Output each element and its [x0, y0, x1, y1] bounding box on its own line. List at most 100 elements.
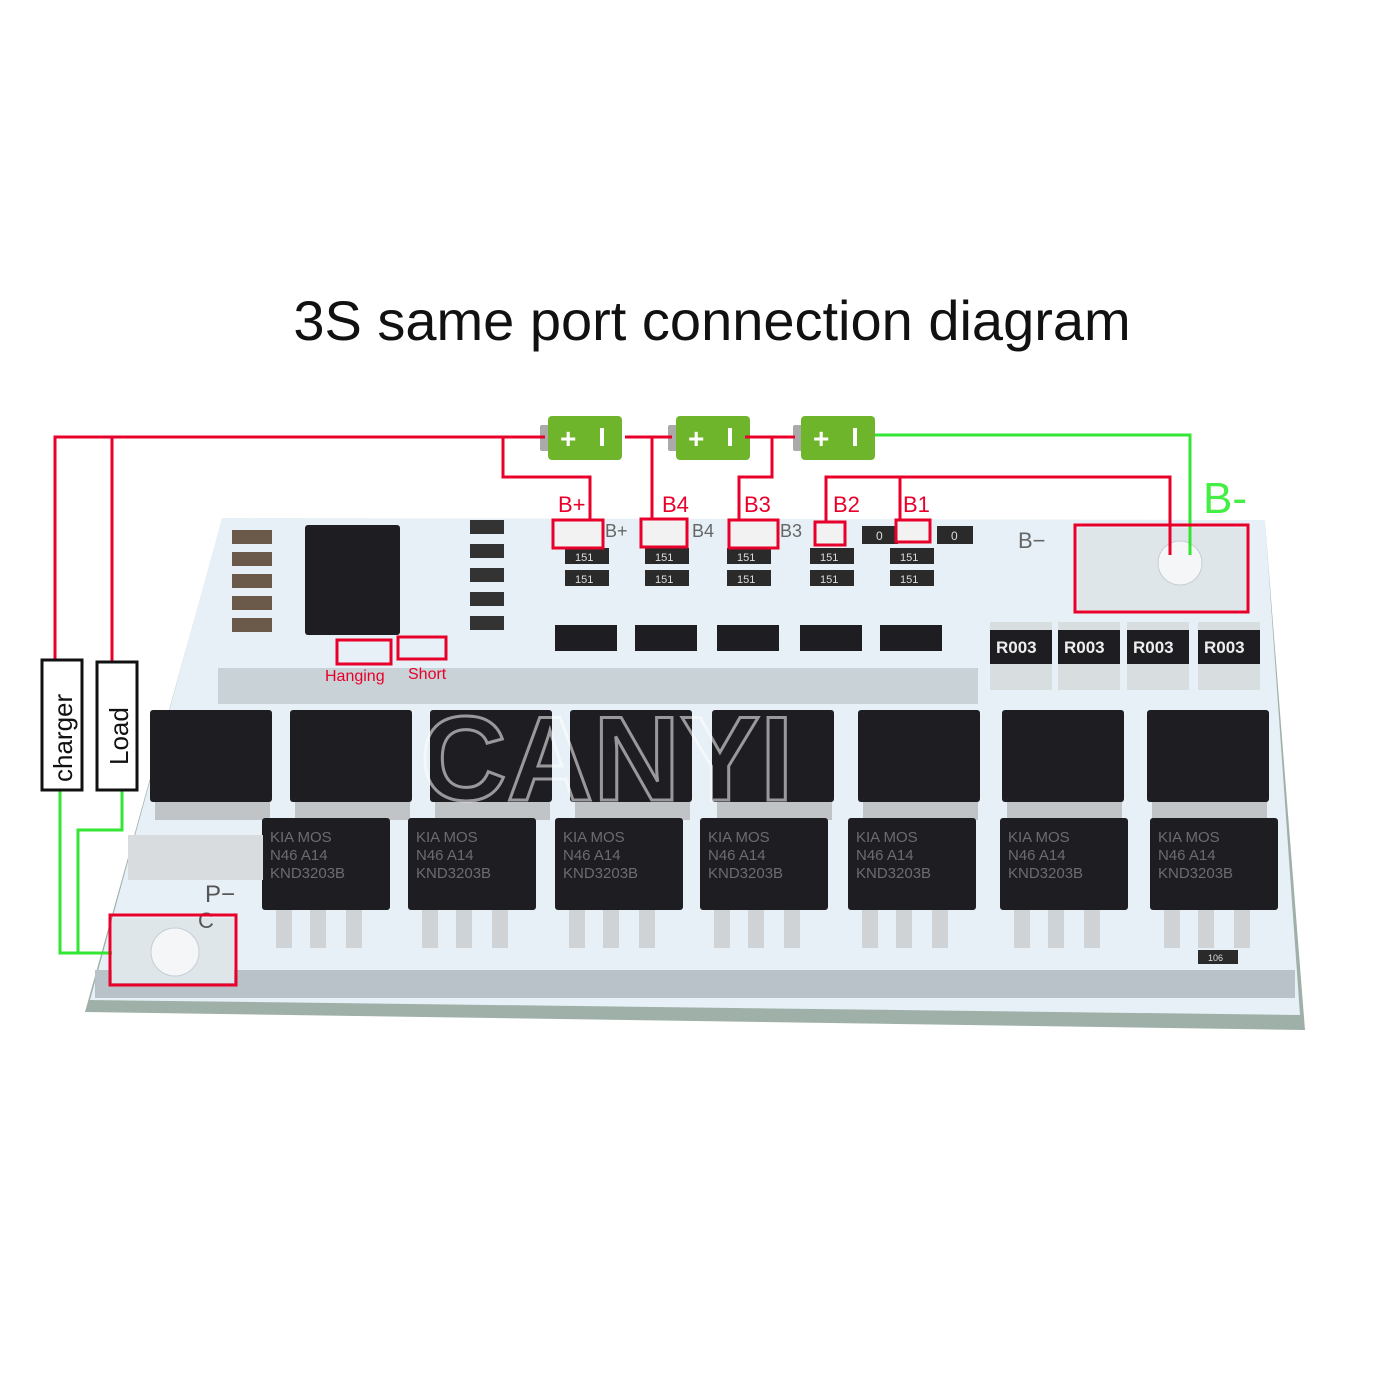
- battery-icon: +: [793, 416, 875, 460]
- resistor-marking: 151: [820, 552, 838, 564]
- resistor-marking: 151: [737, 574, 755, 586]
- resistor: [645, 570, 689, 586]
- mosfet-marking: N46 A14: [1008, 847, 1066, 864]
- capacitor: [232, 618, 272, 632]
- charger-label: charger: [48, 694, 78, 782]
- zero-ohm-resistor: [862, 526, 898, 544]
- mosfet-marking: N46 A14: [563, 847, 621, 864]
- shunt-marking: R003: [1133, 638, 1174, 657]
- transistor: [717, 625, 779, 651]
- resistor: [470, 568, 504, 582]
- resistor: [645, 548, 689, 564]
- label-b2: B2: [833, 492, 860, 517]
- silk-b4: B4: [692, 521, 714, 541]
- resistor: [727, 570, 771, 586]
- load-port-box: [95, 660, 139, 792]
- resistor: [810, 570, 854, 586]
- resistor: [1198, 950, 1238, 964]
- shunt-resistors: R003 R003 R003 R003: [990, 622, 1260, 690]
- shunt-marking: R003: [1064, 638, 1105, 657]
- mosfet-marking: KIA MOS: [1158, 829, 1220, 846]
- shunt-marking: R003: [996, 638, 1037, 657]
- mosfet: [290, 710, 412, 802]
- mosfet-row-top: [150, 710, 1269, 820]
- transistor: [800, 625, 862, 651]
- diagram-title: 3S same port connection diagram: [293, 289, 1131, 352]
- resistor-marking: 151: [820, 574, 838, 586]
- mosfet-marking: KIA MOS: [856, 829, 918, 846]
- zero-ohm-marking: 0: [876, 529, 883, 543]
- mosfet-marking: KND3203B: [270, 865, 345, 882]
- resistor: [470, 544, 504, 558]
- resistor-marking: 106: [1208, 953, 1223, 963]
- svg-text:+: +: [813, 423, 829, 454]
- label-b3: B3: [744, 492, 771, 517]
- mosfet-marking: N46 A14: [416, 847, 474, 864]
- resistor-marking: 151: [655, 574, 673, 586]
- capacitor: [232, 530, 272, 544]
- zero-ohm-resistor: [937, 526, 973, 544]
- load-label: Load: [104, 707, 134, 765]
- resistor: [470, 616, 504, 630]
- mosfet: [1002, 710, 1124, 802]
- silk-b-minus: B−: [1018, 528, 1046, 553]
- silk-b3: B3: [780, 521, 802, 541]
- resistor: [470, 520, 504, 534]
- zero-ohm-marking: 0: [951, 529, 958, 543]
- mount-hole: [1157, 540, 1203, 586]
- mount-hole: [150, 927, 200, 977]
- mosfet-marking: KIA MOS: [416, 829, 478, 846]
- resistor: [565, 548, 609, 564]
- mosfet-marking: KND3203B: [1008, 865, 1083, 882]
- resistor-marking: 151: [655, 552, 673, 564]
- smd-resistor-column: [232, 520, 504, 632]
- silk-b-plus: B+: [605, 521, 628, 541]
- capacitor: [232, 574, 272, 588]
- mosfet: [858, 710, 980, 802]
- mosfet-marking: KND3203B: [416, 865, 491, 882]
- battery-cells: +++: [540, 416, 875, 460]
- label-b4: B4: [662, 492, 689, 517]
- silk-p-minus: P−: [205, 881, 235, 908]
- solder-strip: [218, 668, 978, 704]
- resistor: [890, 548, 934, 564]
- resistor: [890, 570, 934, 586]
- transistor: [880, 625, 942, 651]
- watermark: CANYI: [420, 692, 793, 826]
- transistor: [555, 625, 617, 651]
- mosfet-marking: N46 A14: [856, 847, 914, 864]
- mosfet-marking: KIA MOS: [270, 829, 332, 846]
- terminal-boxes: [108, 517, 1250, 987]
- label-hanging: Hanging: [325, 668, 385, 685]
- mosfet-marking: KND3203B: [563, 865, 638, 882]
- controller-ic: [305, 525, 400, 635]
- mosfet-marking: KND3203B: [708, 865, 783, 882]
- green-wires: [58, 433, 1192, 955]
- mosfet-marking: KIA MOS: [563, 829, 625, 846]
- label-b-plus: B+: [558, 492, 586, 517]
- mosfet: [150, 710, 272, 802]
- battery-icon: +: [668, 416, 750, 460]
- resistor: [470, 592, 504, 606]
- mosfet-marking: N46 A14: [708, 847, 766, 864]
- resistor-marking: 151: [737, 552, 755, 564]
- mosfet: [430, 710, 552, 802]
- mosfet-marking: N46 A14: [1158, 847, 1216, 864]
- resistor: [565, 570, 609, 586]
- resistor-marking: 151: [575, 552, 593, 564]
- label-b-minus: B-: [1203, 474, 1247, 523]
- mosfet-marking: KIA MOS: [708, 829, 770, 846]
- svg-text:+: +: [688, 423, 704, 454]
- shunt-marking: R003: [1204, 638, 1245, 657]
- silk-c: C: [198, 908, 214, 933]
- resistor-marking: 151: [900, 574, 918, 586]
